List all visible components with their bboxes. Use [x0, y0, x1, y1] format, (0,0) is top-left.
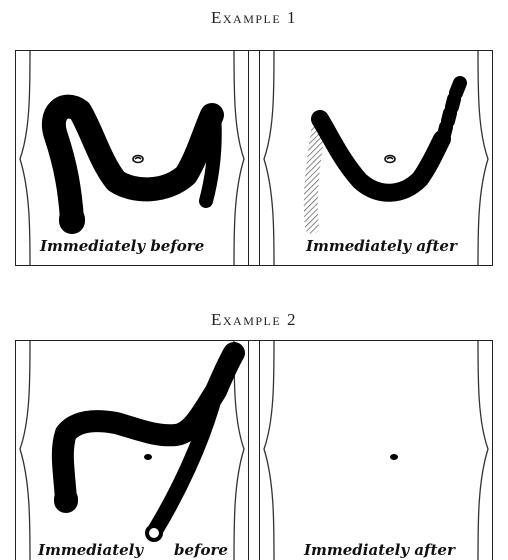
after-caption: Immediately after [304, 541, 455, 559]
panel-divider [248, 51, 260, 265]
example-2-after-panel [260, 341, 492, 560]
colon-shadow [54, 107, 215, 221]
example-2-heading: Example 2 [0, 310, 508, 330]
colon-shadow [311, 83, 460, 227]
after-caption: Immediately after [306, 237, 457, 255]
example-1-figure: Immediately before Immediately after [15, 50, 493, 266]
abdomen-outline [264, 341, 488, 560]
example-1-before-panel [16, 51, 248, 265]
before-caption-part2: before [174, 541, 228, 559]
navel-icon [133, 156, 143, 163]
navel-icon [385, 156, 395, 163]
navel-icon [144, 454, 152, 460]
example-2-before-panel [16, 341, 248, 560]
navel-icon [390, 454, 398, 460]
colon-shadow [63, 353, 234, 529]
panel-divider [248, 341, 260, 560]
colon-end-marker [147, 526, 161, 540]
before-caption: Immediately before [40, 237, 204, 255]
example-2-figure: Immediately before Immediately after [15, 340, 493, 560]
example-1-after-panel [260, 51, 492, 265]
example-1-heading: Example 1 [0, 8, 508, 28]
before-caption-part1: Immediately [38, 541, 143, 559]
